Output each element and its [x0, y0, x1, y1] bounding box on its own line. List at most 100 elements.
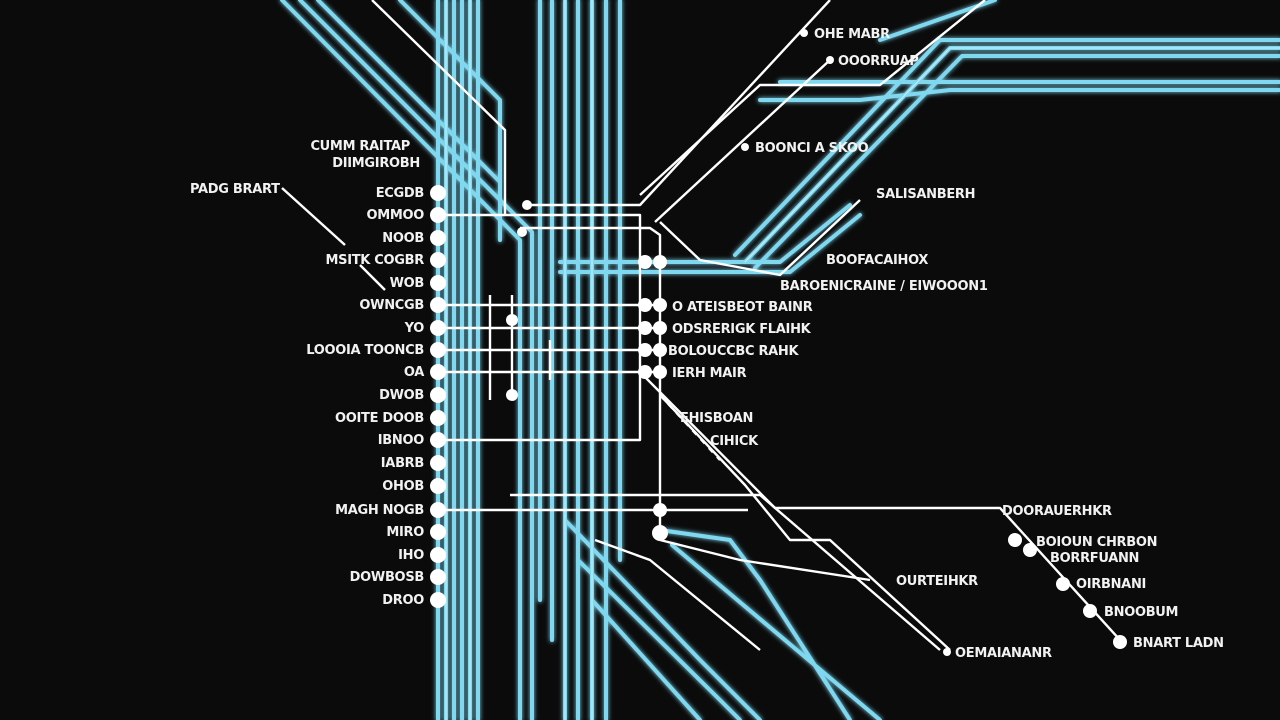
- route-line: [558, 203, 852, 264]
- station-label[interactable]: BORRFUANN: [1050, 551, 1139, 566]
- station-dot[interactable]: [430, 342, 446, 358]
- station-label[interactable]: DIIMGIROBH: [332, 156, 420, 171]
- station-dot[interactable]: [430, 410, 446, 426]
- station-label[interactable]: BOONCI A SKOO: [755, 141, 869, 156]
- station-label[interactable]: EHISBOAN: [680, 411, 753, 426]
- station-label[interactable]: MSITK COGBR: [326, 253, 425, 268]
- station-label[interactable]: DROO: [382, 593, 424, 608]
- station-dot[interactable]: [430, 592, 446, 608]
- station-dot[interactable]: [652, 525, 668, 541]
- station-dot[interactable]: [638, 365, 652, 379]
- station-dot[interactable]: [430, 524, 446, 540]
- station-label[interactable]: DOWBOSB: [350, 570, 425, 585]
- station-dot[interactable]: [430, 230, 446, 246]
- station-dot[interactable]: [1113, 635, 1127, 649]
- station-dot[interactable]: [430, 432, 446, 448]
- station-label[interactable]: CUMM RAITAP: [310, 139, 410, 154]
- station-dot[interactable]: [1008, 533, 1022, 547]
- station-label[interactable]: OMMOO: [366, 208, 424, 223]
- station-dot[interactable]: [517, 227, 527, 237]
- station-label[interactable]: OIRBNANI: [1076, 577, 1146, 592]
- station-label[interactable]: NOOB: [382, 231, 424, 246]
- route-line: [590, 598, 702, 720]
- station-dot[interactable]: [653, 321, 667, 335]
- station-label[interactable]: BOOFACAIHOX: [826, 253, 929, 268]
- station-dot[interactable]: [653, 298, 667, 312]
- station-dot[interactable]: [638, 321, 652, 335]
- station-label[interactable]: OWNCGB: [359, 298, 424, 313]
- route-line: [753, 54, 1280, 270]
- station-dot[interactable]: [522, 200, 532, 210]
- station-label[interactable]: MAGH NOGB: [335, 503, 424, 518]
- station-dot[interactable]: [800, 29, 808, 37]
- station-label[interactable]: OHE MABR: [814, 27, 890, 42]
- station-label[interactable]: OA: [404, 365, 425, 380]
- station-dot[interactable]: [653, 365, 667, 379]
- station-dot[interactable]: [506, 314, 518, 326]
- station-label[interactable]: BNART LADN: [1133, 636, 1224, 651]
- station-dot[interactable]: [1023, 543, 1037, 557]
- station-label[interactable]: IBNOO: [378, 433, 425, 448]
- route-line: [670, 543, 882, 720]
- station-label[interactable]: CIHICK: [710, 434, 759, 449]
- station-dot[interactable]: [430, 185, 446, 201]
- station-label[interactable]: ODSRERIGK FLAIHK: [672, 322, 812, 337]
- station-dot[interactable]: [430, 364, 446, 380]
- station-dot[interactable]: [1083, 604, 1097, 618]
- station-dot[interactable]: [1056, 577, 1070, 591]
- station-label[interactable]: OOITE DOOB: [335, 411, 424, 426]
- route-line: [639, 0, 986, 196]
- station-dot[interactable]: [430, 502, 446, 518]
- station-dot[interactable]: [430, 387, 446, 403]
- station-label[interactable]: MIRO: [386, 525, 424, 540]
- station-dot[interactable]: [653, 255, 667, 269]
- station-label[interactable]: O ATEISBEOT BAINR: [672, 300, 813, 315]
- station-dot[interactable]: [943, 648, 951, 656]
- station-label[interactable]: DWOB: [379, 388, 424, 403]
- station-label[interactable]: IHO: [398, 548, 424, 563]
- station-dot[interactable]: [430, 320, 446, 336]
- station-label[interactable]: WOB: [390, 276, 425, 291]
- station-label[interactable]: BAROENICRAINE / EIWOOON1: [780, 279, 988, 294]
- route-line: [659, 538, 871, 582]
- station-dot[interactable]: [430, 207, 446, 223]
- station-label[interactable]: PADG BRART: [190, 182, 280, 197]
- station-label[interactable]: BOIOUN CHRBON: [1036, 535, 1157, 550]
- station-label[interactable]: IABRB: [381, 456, 425, 471]
- station-dot[interactable]: [741, 143, 749, 151]
- station-label[interactable]: ECGDB: [376, 186, 425, 201]
- station-label[interactable]: IERH MAIR: [672, 366, 747, 381]
- station-dot[interactable]: [638, 343, 652, 357]
- station-dot[interactable]: [430, 547, 446, 563]
- station-dot[interactable]: [430, 275, 446, 291]
- station-dot[interactable]: [638, 298, 652, 312]
- station-dot[interactable]: [826, 56, 834, 64]
- route-line: [558, 213, 862, 274]
- station-label[interactable]: OHOB: [382, 479, 424, 494]
- route-line: [659, 199, 861, 277]
- station-dot[interactable]: [653, 503, 667, 517]
- route-line: [398, 0, 502, 242]
- station-dot[interactable]: [638, 255, 652, 269]
- station-dot[interactable]: [653, 343, 667, 357]
- station-label[interactable]: OURTEIHKR: [896, 574, 978, 589]
- station-label[interactable]: OOORRUAP: [838, 54, 919, 69]
- station-label[interactable]: OEMAIANANR: [955, 646, 1052, 661]
- station-dot[interactable]: [430, 455, 446, 471]
- station-label[interactable]: SALISANBERH: [876, 187, 976, 202]
- station-label[interactable]: BOLOUCCBC RAHK: [668, 344, 800, 359]
- station-label[interactable]: LOOOIA TOONCB: [306, 343, 424, 358]
- station-dot[interactable]: [430, 478, 446, 494]
- station-label[interactable]: YO: [404, 321, 425, 336]
- route-highlight: [744, 47, 1280, 263]
- station-dot[interactable]: [430, 297, 446, 313]
- route-line: [510, 493, 941, 651]
- station-dot[interactable]: [430, 252, 446, 268]
- station-label[interactable]: DOORAUERHKR: [1002, 504, 1112, 519]
- station-label[interactable]: BNOOBUM: [1104, 605, 1179, 620]
- station-dot[interactable]: [506, 389, 518, 401]
- white-routes: [281, 0, 1121, 651]
- station-dot[interactable]: [430, 569, 446, 585]
- left-labels: CUMM RAITAP DIIMGIROBH ECGDB OMMOO NOOB …: [306, 139, 424, 608]
